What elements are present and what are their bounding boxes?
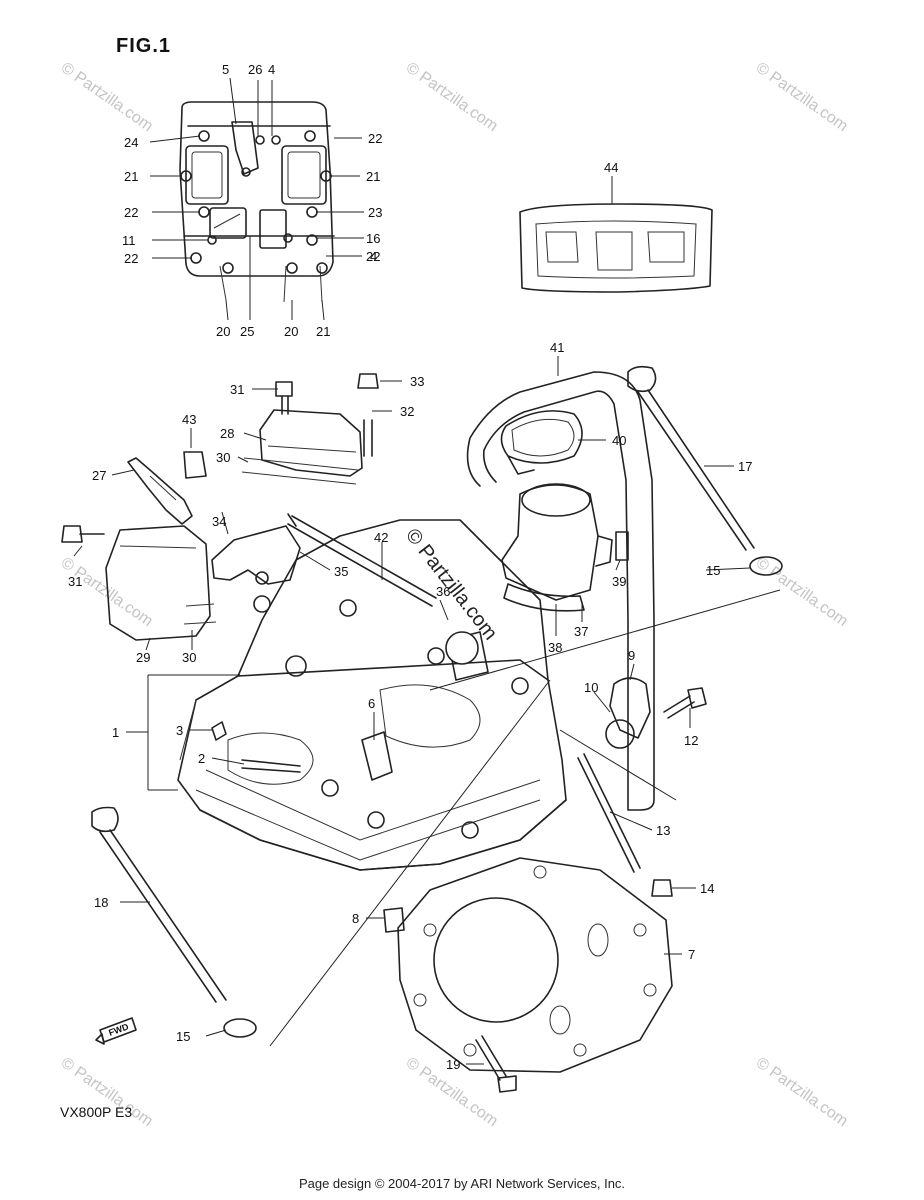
callout-label: 4 (370, 249, 377, 264)
fwd-label: FWD (107, 1021, 130, 1038)
callout-label: 22 (124, 205, 138, 220)
bracket-assembly (605, 677, 707, 749)
page-footer: Page design © 2004-2017 by ARI Network S… (298, 1176, 626, 1191)
stud-and-nut (577, 753, 673, 897)
watermark-center: © Partzilla.com (401, 525, 501, 645)
watermark: © Partzilla.com (753, 59, 851, 135)
callout-label: 15 (706, 563, 720, 578)
callout-label: 23 (368, 205, 382, 220)
watermark: © Partzilla.com (753, 554, 851, 630)
dowels-and-studs (211, 721, 405, 933)
callout-label: 13 (656, 823, 670, 838)
callout-label: 3 (176, 723, 183, 738)
callout-label: 9 (628, 648, 635, 663)
callout-label: 12 (684, 733, 698, 748)
callout-label: 15 (176, 1029, 190, 1044)
callout-label: 42 (374, 530, 388, 545)
head-bolt-left (91, 806, 517, 1093)
water-outlet-elbow (211, 525, 301, 585)
callout-label: 35 (334, 564, 348, 579)
plug (445, 631, 479, 665)
callout-label: 30 (182, 650, 196, 665)
leader-lines (73, 77, 781, 1065)
watermark: © Partzilla.com (58, 59, 156, 135)
callout-label: 8 (352, 911, 359, 926)
callout-label: 22 (368, 131, 382, 146)
callout-label: 21 (366, 169, 380, 184)
valve-covers (105, 409, 363, 641)
callout-label: 39 (612, 574, 626, 589)
callout-label: 22 (124, 251, 138, 266)
callout-label: 19 (446, 1057, 460, 1072)
callout-label: 18 (94, 895, 108, 910)
callout-labels: 1 2 3 4 4 5 6 7 8 9 10 11 12 13 14 15 15… (68, 62, 752, 1072)
intake-assembly (466, 371, 655, 811)
fwd-arrow-icon: FWD (95, 1017, 137, 1045)
callout-label: 25 (240, 324, 254, 339)
callout-label: 28 (220, 426, 234, 441)
callout-label: 31 (230, 382, 244, 397)
spark-plug (127, 451, 207, 525)
callout-label: 44 (604, 160, 618, 175)
head-bolt-right (627, 365, 783, 576)
figure-title: FIG.1 (116, 35, 171, 57)
head-top-view (179, 101, 335, 303)
callout-label: 21 (124, 169, 138, 184)
callout-label: 31 (68, 574, 82, 589)
callout-label: 11 (122, 233, 136, 248)
callout-label: 7 (688, 947, 695, 962)
callout-label: 17 (738, 459, 752, 474)
callout-label: 40 (612, 433, 626, 448)
callout-label: 43 (182, 412, 196, 427)
cylinder-head-gasket (397, 857, 673, 1073)
callout-label: 20 (284, 324, 298, 339)
callout-label: 5 (222, 62, 229, 77)
callout-label: 26 (248, 62, 262, 77)
callout-label: 1 (112, 725, 119, 740)
callout-label: 22 (366, 249, 380, 264)
watermark: © Partzilla.com (753, 1054, 851, 1130)
callout-label: 20 (216, 324, 230, 339)
callout-label: 30 (216, 450, 230, 465)
model-code: VX800P E3 (60, 1104, 132, 1120)
watermarks: © Partzilla.com © Partzilla.com © Partzi… (58, 59, 851, 1130)
callout-label: 6 (368, 696, 375, 711)
callout-label: 34 (212, 514, 226, 529)
callout-label: 36 (436, 584, 450, 599)
callout-label: 16 (366, 231, 380, 246)
callout-label: 37 (574, 624, 588, 639)
callout-label: 24 (124, 135, 138, 150)
bolts-upper (61, 373, 379, 543)
callout-label: 4 (268, 62, 275, 77)
callout-label: 41 (550, 340, 564, 355)
callout-label: 10 (584, 680, 598, 695)
callout-label: 21 (316, 324, 330, 339)
callout-label: 27 (92, 468, 106, 483)
watermark: © Partzilla.com (403, 59, 501, 135)
valve-cover-gasket (519, 203, 713, 293)
callout-label: 33 (410, 374, 424, 389)
callout-label: 38 (548, 640, 562, 655)
callout-label: 32 (400, 404, 414, 419)
callout-label: 2 (198, 751, 205, 766)
long-stud (287, 513, 437, 607)
callout-label: 14 (700, 881, 714, 896)
callout-label: 29 (136, 650, 150, 665)
